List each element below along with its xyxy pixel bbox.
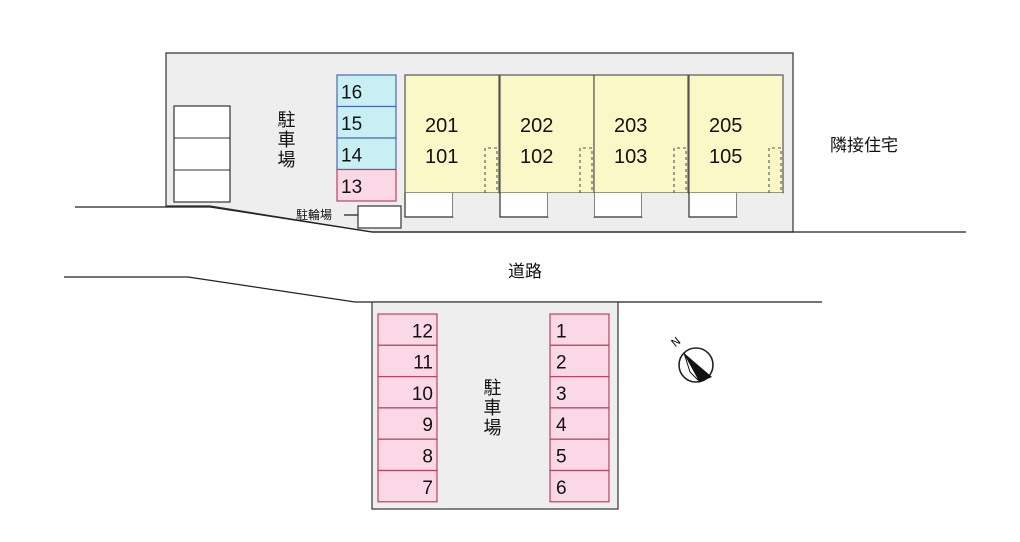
bicycle-parking-area <box>357 205 402 229</box>
parking-space-number: 2 <box>556 353 567 374</box>
building-units: 201 101 202 102 203 103 205 105 <box>404 74 784 218</box>
unit-door-recess <box>673 147 687 193</box>
parking-space-number: 4 <box>556 415 567 436</box>
parking-north-label: 駐車場 <box>275 110 296 170</box>
unit-203-103 <box>593 74 689 194</box>
parking-space-13 <box>336 168 397 202</box>
unit-upper-number: 201 <box>425 115 458 137</box>
unit-front-yard <box>737 193 783 217</box>
north-parking-spaces: 16 15 14 13 <box>336 74 397 202</box>
parking-space-number: 9 <box>422 415 433 436</box>
parking-space-number: 13 <box>341 177 362 198</box>
parking-space-number: 1 <box>556 321 567 342</box>
parking-south-label: 駐車場 <box>481 378 502 438</box>
unit-entrance-step <box>688 193 738 218</box>
unit-202-102 <box>499 74 595 194</box>
unit-lower-number: 105 <box>709 146 742 168</box>
parking-space-3 <box>549 376 610 409</box>
road-south-edge <box>64 276 822 303</box>
parking-space-number: 10 <box>412 384 433 405</box>
parking-space-1 <box>549 313 610 346</box>
bicycle-parking-label: 駐輪場 <box>296 207 332 222</box>
parking-space-9 <box>377 407 438 440</box>
unit-201-101 <box>404 74 500 194</box>
parking-space-12 <box>377 313 438 346</box>
south-parking-spaces-right: 1 2 3 4 5 6 <box>549 313 610 503</box>
parking-space-number: 8 <box>422 447 433 468</box>
parking-space-15 <box>336 105 397 139</box>
parking-space-number: 5 <box>556 447 567 468</box>
parking-space-4 <box>549 407 610 440</box>
parking-space-5 <box>549 438 610 472</box>
parking-space-6 <box>549 469 610 503</box>
parking-space-11 <box>377 344 438 378</box>
parking-space-number: 3 <box>556 384 567 405</box>
unit-front-yard <box>642 193 688 217</box>
unit-front-yard <box>548 193 594 217</box>
unit-door-recess <box>768 147 782 193</box>
unit-upper-number: 205 <box>709 115 742 137</box>
unit-entrance-step <box>499 193 549 218</box>
unit-entrance-step <box>593 193 643 218</box>
parking-space-2 <box>549 344 610 378</box>
unit-door-recess <box>484 147 498 193</box>
parking-space-number: 7 <box>422 478 433 499</box>
parking-space-number: 15 <box>341 114 362 135</box>
parking-space-number: 16 <box>341 83 362 104</box>
unit-upper-number: 202 <box>520 115 553 137</box>
parking-space-number: 12 <box>412 321 433 342</box>
unit-lower-number: 101 <box>425 146 458 168</box>
parking-space-14 <box>336 137 397 171</box>
storage-structure <box>173 105 231 203</box>
neighbor-label: 隣接住宅 <box>830 136 898 156</box>
parking-space-number: 6 <box>556 478 567 499</box>
unit-lower-number: 102 <box>520 146 553 168</box>
unit-205-105 <box>688 74 784 194</box>
unit-front-yard <box>453 193 499 217</box>
road-north-edge <box>75 206 966 233</box>
compass-north-icon: N <box>669 335 714 383</box>
unit-entrance-step <box>404 193 454 218</box>
unit-upper-number: 203 <box>614 115 647 137</box>
parking-space-7 <box>377 469 438 503</box>
parking-space-10 <box>377 376 438 409</box>
compass-north-label: N <box>669 335 684 350</box>
unit-door-recess <box>579 147 593 193</box>
south-parking-spaces-left: 12 11 10 9 8 7 <box>377 313 438 503</box>
parking-space-number: 14 <box>341 146 363 167</box>
parking-space-8 <box>377 438 438 472</box>
parking-space-number: 11 <box>413 353 433 374</box>
unit-lower-number: 103 <box>614 146 647 168</box>
road-label: 道路 <box>508 262 542 282</box>
